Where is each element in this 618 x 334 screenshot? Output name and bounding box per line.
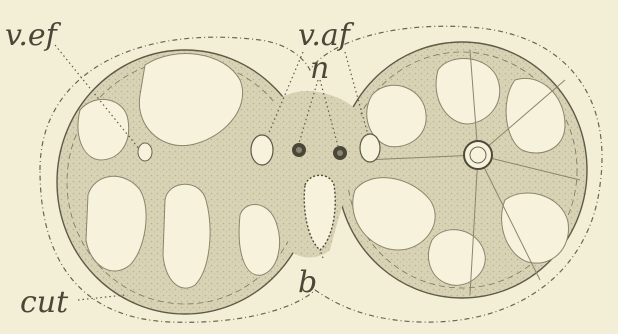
label-vessel-efferent: v.ef bbox=[5, 18, 62, 53]
left-lumen-left bbox=[78, 99, 129, 160]
vessel-efferent-left bbox=[251, 135, 273, 165]
label-cuticle: cut bbox=[20, 285, 69, 320]
right-central-vessel bbox=[464, 141, 492, 169]
right-lobe bbox=[337, 42, 587, 298]
vessel-afferent-right bbox=[360, 134, 380, 162]
label-b: b bbox=[298, 265, 317, 300]
label-vessel-afferent: v.af bbox=[298, 18, 355, 53]
left-lumen-center bbox=[163, 184, 210, 288]
label-nerve: n bbox=[310, 51, 329, 86]
left-small-vessel bbox=[138, 143, 152, 161]
